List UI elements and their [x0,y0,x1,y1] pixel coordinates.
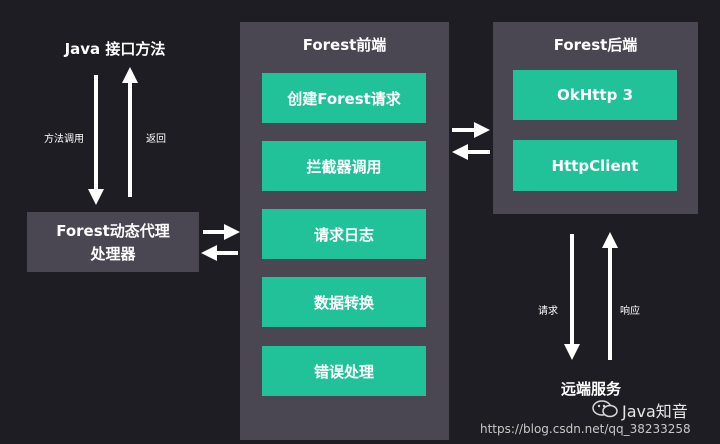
frontend-panel: Forest前端 创建Forest请求 拦截器调用 请求日志 数据转换 错误处理 [240,22,449,440]
remote-service-title: 远端服务 [560,380,621,398]
java-method-title: Java 接口方法 [64,40,166,58]
response-label: 响应 [620,306,640,317]
call-label: 方法调用 [44,134,84,145]
step-interceptor: 拦截器调用 [262,141,426,191]
step-create-request: 创建Forest请求 [262,73,426,123]
request-label: 请求 [538,306,558,317]
backend-httpclient: HttpClient [513,140,677,191]
wechat-icon [592,400,618,418]
watermark-name: Java知音 [622,402,688,421]
backend-panel: Forest后端 OkHttp 3 HttpClient [493,22,698,214]
step-request-log: 请求日志 [262,209,426,259]
backend-okhttp: OkHttp 3 [513,70,677,120]
step-error-handling: 错误处理 [262,346,426,396]
backend-title: Forest后端 [553,36,638,54]
watermark-url: https://blog.csdn.net/qq_38233258 [480,422,691,436]
frontend-title: Forest前端 [302,36,387,54]
return-label: 返回 [146,134,166,145]
proxy-line1: Forest动态代理 [56,222,170,240]
proxy-line2: 处理器 [90,245,136,263]
step-data-conversion: 数据转换 [262,277,426,327]
proxy-handler-box: Forest动态代理 处理器 [27,212,199,272]
